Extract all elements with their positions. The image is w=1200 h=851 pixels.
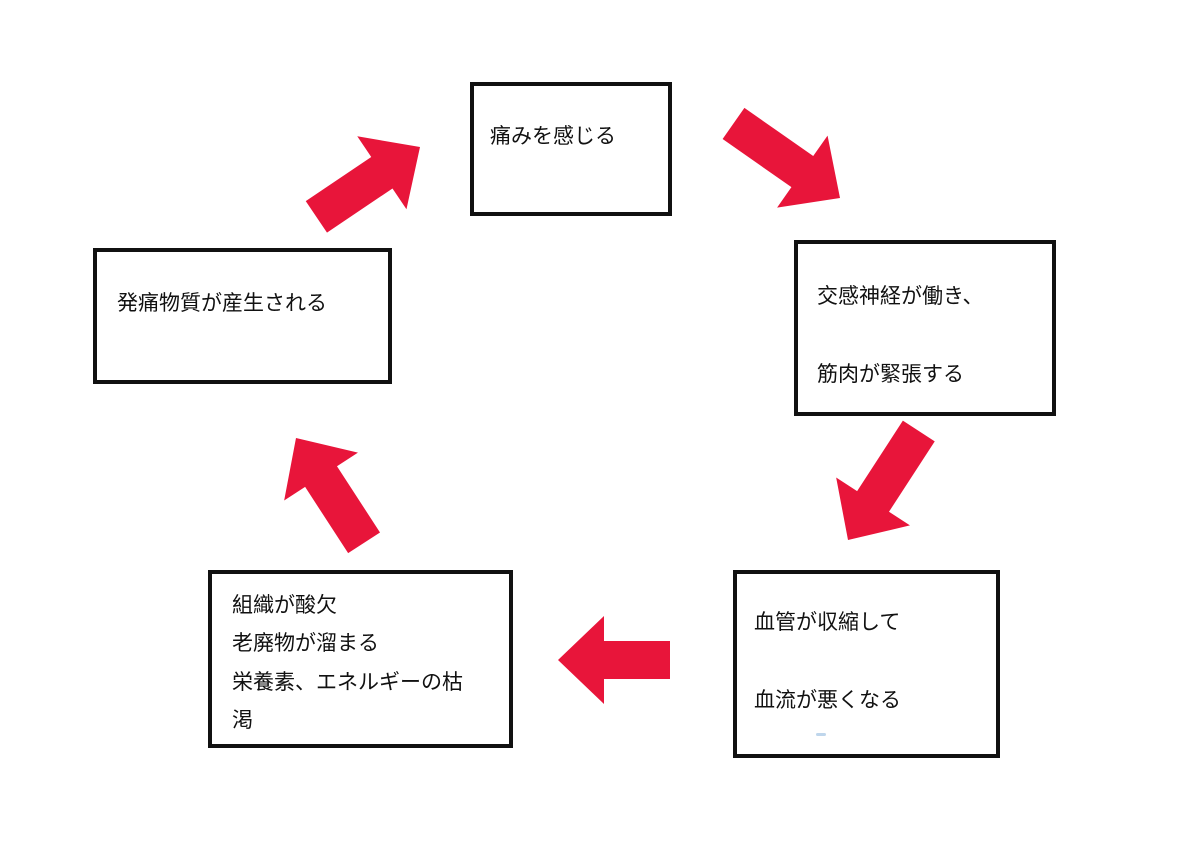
- box-pain-substances: 発痛物質が産生される: [93, 248, 392, 384]
- arrow-sympathetic-to-vasoconstriction: [836, 420, 935, 540]
- arrow-pain-to-sympathetic: [722, 107, 840, 208]
- box-tissue-line-3: 栄養素、エネルギーの枯: [232, 670, 463, 694]
- scan-speck: [816, 733, 826, 736]
- arrow-shape: [284, 438, 381, 554]
- arrow-shape: [836, 420, 935, 540]
- arrow-pain-substances-to-pain: [305, 136, 420, 233]
- box-tissue: 組織が酸欠 老廃物が溜まる 栄養素、エネルギーの枯 渇: [208, 570, 513, 748]
- arrow-shape: [305, 136, 420, 233]
- box-vasoconstriction-line-1: 血管が収縮して: [754, 610, 901, 634]
- arrow-tissue-to-pain-substances: [284, 438, 381, 554]
- box-pain: 痛みを感じる: [470, 82, 672, 216]
- box-tissue-line-4: 渇: [232, 708, 253, 732]
- arrow-vasoconstriction-to-tissue: [558, 616, 670, 704]
- box-pain-line-1: 痛みを感じる: [490, 124, 616, 148]
- arrow-shape: [558, 616, 670, 704]
- box-sympathetic: 交感神経が働き、 筋肉が緊張する: [794, 240, 1056, 416]
- box-tissue-line-2: 老廃物が溜まる: [232, 631, 379, 655]
- box-vasoconstriction-line-2: 血流が悪くなる: [754, 688, 901, 712]
- box-tissue-line-1: 組織が酸欠: [232, 593, 337, 617]
- box-vasoconstriction: 血管が収縮して 血流が悪くなる: [733, 570, 1000, 758]
- arrow-shape: [722, 107, 840, 208]
- box-pain-substances-line-1: 発痛物質が産生される: [117, 291, 327, 315]
- box-sympathetic-line-1: 交感神経が働き、: [817, 284, 984, 308]
- box-sympathetic-line-2: 筋肉が緊張する: [817, 362, 964, 386]
